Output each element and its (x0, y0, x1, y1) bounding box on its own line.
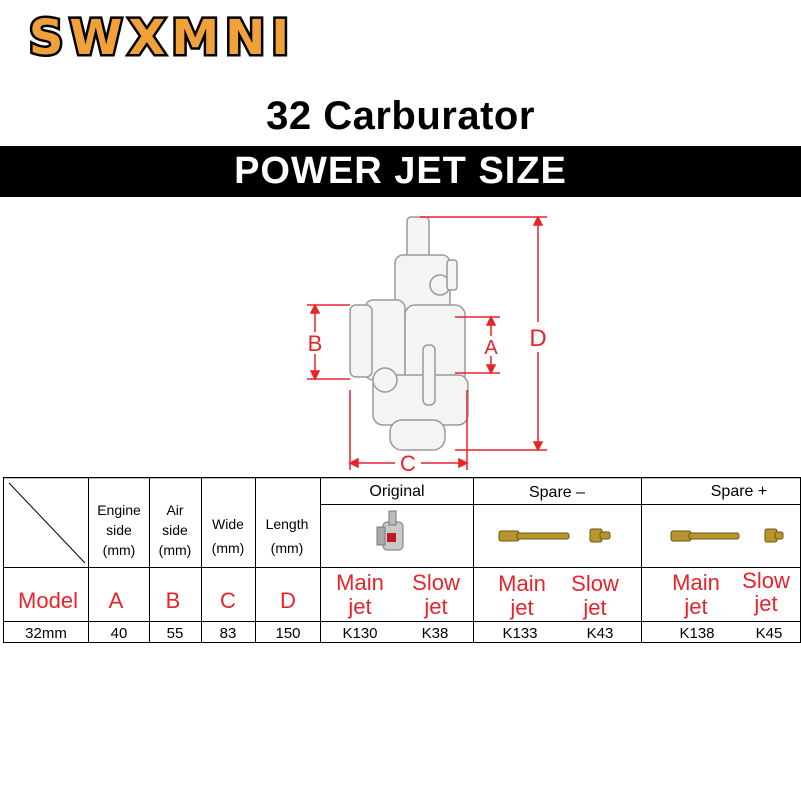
minus-main-jet-2: jet (509, 595, 533, 620)
orig-main-jet-1: Main (336, 570, 384, 595)
spare-plus-main-jet-image (670, 530, 740, 542)
spare-minus-slow-jet-image (589, 528, 611, 543)
spec-table: Engine side (mm) Air side (mm) Wide (mm)… (3, 477, 801, 643)
minus-main-jet-1: Main (498, 571, 546, 596)
code-b: B (166, 588, 181, 613)
dimension-label-d: D (529, 325, 546, 352)
banner-bar (0, 146, 801, 197)
header-wide-1: Wide (212, 516, 244, 532)
header-length-2: (mm) (271, 540, 304, 556)
row-d: 150 (275, 625, 300, 642)
header-spare-plus: Spare + (711, 483, 767, 500)
minus-slow-jet-1: Slow (571, 571, 619, 596)
header-length-1: Length (266, 516, 309, 532)
header-air-side-3: (mm) (159, 542, 192, 558)
minus-slow-jet-2: jet (582, 595, 606, 620)
code-a: A (109, 588, 124, 613)
row-plus-main: K138 (679, 625, 714, 642)
header-engine-side-3: (mm) (103, 542, 136, 558)
carburetor-illustration (349, 216, 469, 451)
header-original: Original (369, 483, 424, 500)
header-engine-side-2: side (106, 522, 132, 538)
brand-logo-text: SWXMNI (29, 10, 295, 66)
header-air-side-1: Air (166, 502, 183, 518)
orig-main-jet-2: jet (347, 594, 371, 619)
plus-slow-jet-1: Slow (742, 568, 790, 593)
brand-logo: SWXMNI (6, 6, 318, 68)
banner-title: POWER JET SIZE (234, 150, 567, 192)
header-air-side-2: side (162, 522, 188, 538)
orig-slow-jet-2: jet (423, 594, 447, 619)
spare-plus-slow-jet-image (764, 528, 784, 543)
row-orig-slow: K38 (422, 625, 449, 642)
original-carburetor-thumbnail (376, 510, 404, 551)
row-minus-main: K133 (502, 625, 537, 642)
table-grid (3, 477, 801, 643)
spare-minus-main-jet-image (498, 530, 570, 542)
dimension-label-b: B (308, 331, 323, 356)
code-c: C (220, 588, 236, 613)
plus-slow-jet-2: jet (753, 591, 777, 616)
plus-main-jet-1: Main (672, 570, 720, 595)
row-orig-main: K130 (342, 625, 377, 642)
page-title: 32 Carburator (266, 94, 535, 138)
row-model: 32mm (25, 625, 67, 642)
row-a: 40 (111, 625, 128, 642)
header-engine-side-1: Engine (97, 502, 141, 518)
plus-main-jet-2: jet (683, 594, 707, 619)
corner-diagonal (8, 482, 86, 564)
header-spare-minus: Spare – (529, 484, 585, 501)
dimension-label-a: A (484, 337, 498, 359)
dimension-label-c: C (400, 451, 416, 475)
code-d: D (280, 588, 296, 613)
row-c: 83 (220, 625, 237, 642)
carburetor-dimension-diagram: B A D C (305, 215, 552, 475)
row-b: 55 (167, 625, 184, 642)
header-wide-2: (mm) (212, 540, 245, 556)
code-model: Model (18, 588, 78, 613)
row-minus-slow: K43 (587, 625, 614, 642)
orig-slow-jet-1: Slow (412, 570, 460, 595)
row-plus-slow: K45 (756, 625, 783, 642)
